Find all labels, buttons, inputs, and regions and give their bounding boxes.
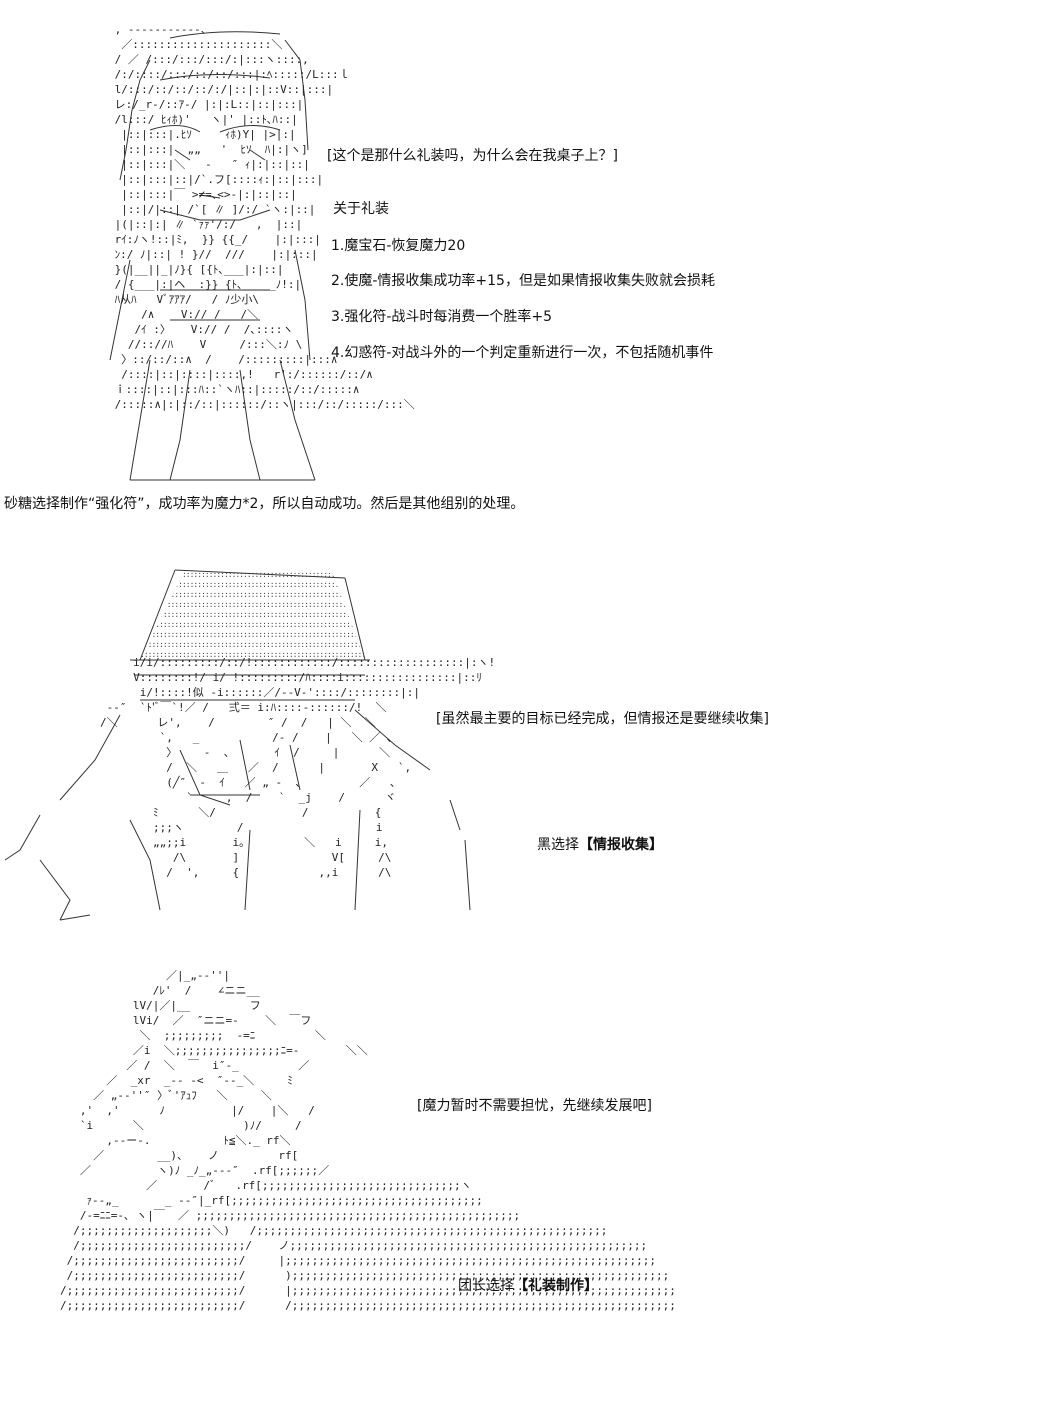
figure-2-art [4, 569, 471, 921]
figure-2-hat-shading: ::::::::::::::::::::::::::::::::::::::::… [140, 570, 365, 659]
list-item: 2.使魔-情报收集成功率+15，但是如果情报收集失败就会损耗 [331, 273, 715, 289]
choice-2: 黑选择【情报收集】 [537, 836, 663, 854]
choice-2-action: 【情报收集】 [579, 837, 663, 853]
choice-2-prefix: 黑选择 [537, 837, 579, 853]
heading-reisou: 关于礼装 [333, 201, 389, 217]
choice-3: 团长选择【礼装制作】 [458, 1277, 598, 1295]
dialogue-3: [魔力暂时不需要担忧，先继续发展吧] [417, 1098, 652, 1114]
list-item: 1.魔宝石-恢复魔力20 [331, 238, 466, 254]
list-item: 3.强化符-战斗时每消费一个胜率+5 [331, 309, 553, 325]
dialogue-2: [虽然最主要的目标已经完成，但情报还是要继续收集] [436, 711, 769, 727]
figure-1-texture: , -‐‐‐‐‐‐--‐‐、 ／:::::::::::::::::::::＼ /… [114, 23, 415, 411]
choice-3-prefix: 团长选择 [458, 1278, 514, 1294]
dialogue-1: [这个是那什么礼装吗，为什么会在我桌子上？] [327, 148, 618, 164]
figure-1-art [109, 31, 316, 481]
narration: 砂糖选择制作“强化符”，成功率为魔力*2，所以自动成功。然后是其他组别的处理。 [4, 496, 525, 512]
choice-3-action: 【礼装制作】 [514, 1278, 598, 1294]
figure-3-texture: ／|_„-‐''| /ﾚ' / ∠ニニ__ lV/|／|__ フ lVi/ ／ … [60, 969, 676, 1312]
figure-2-texture: i/i/:::::::::/::/!::::::::::::/:::::::::… [100, 656, 496, 879]
list-item: 4.幻惑符-对战斗外的一个判定重新进行一次，不包括随机事件 [331, 345, 714, 361]
